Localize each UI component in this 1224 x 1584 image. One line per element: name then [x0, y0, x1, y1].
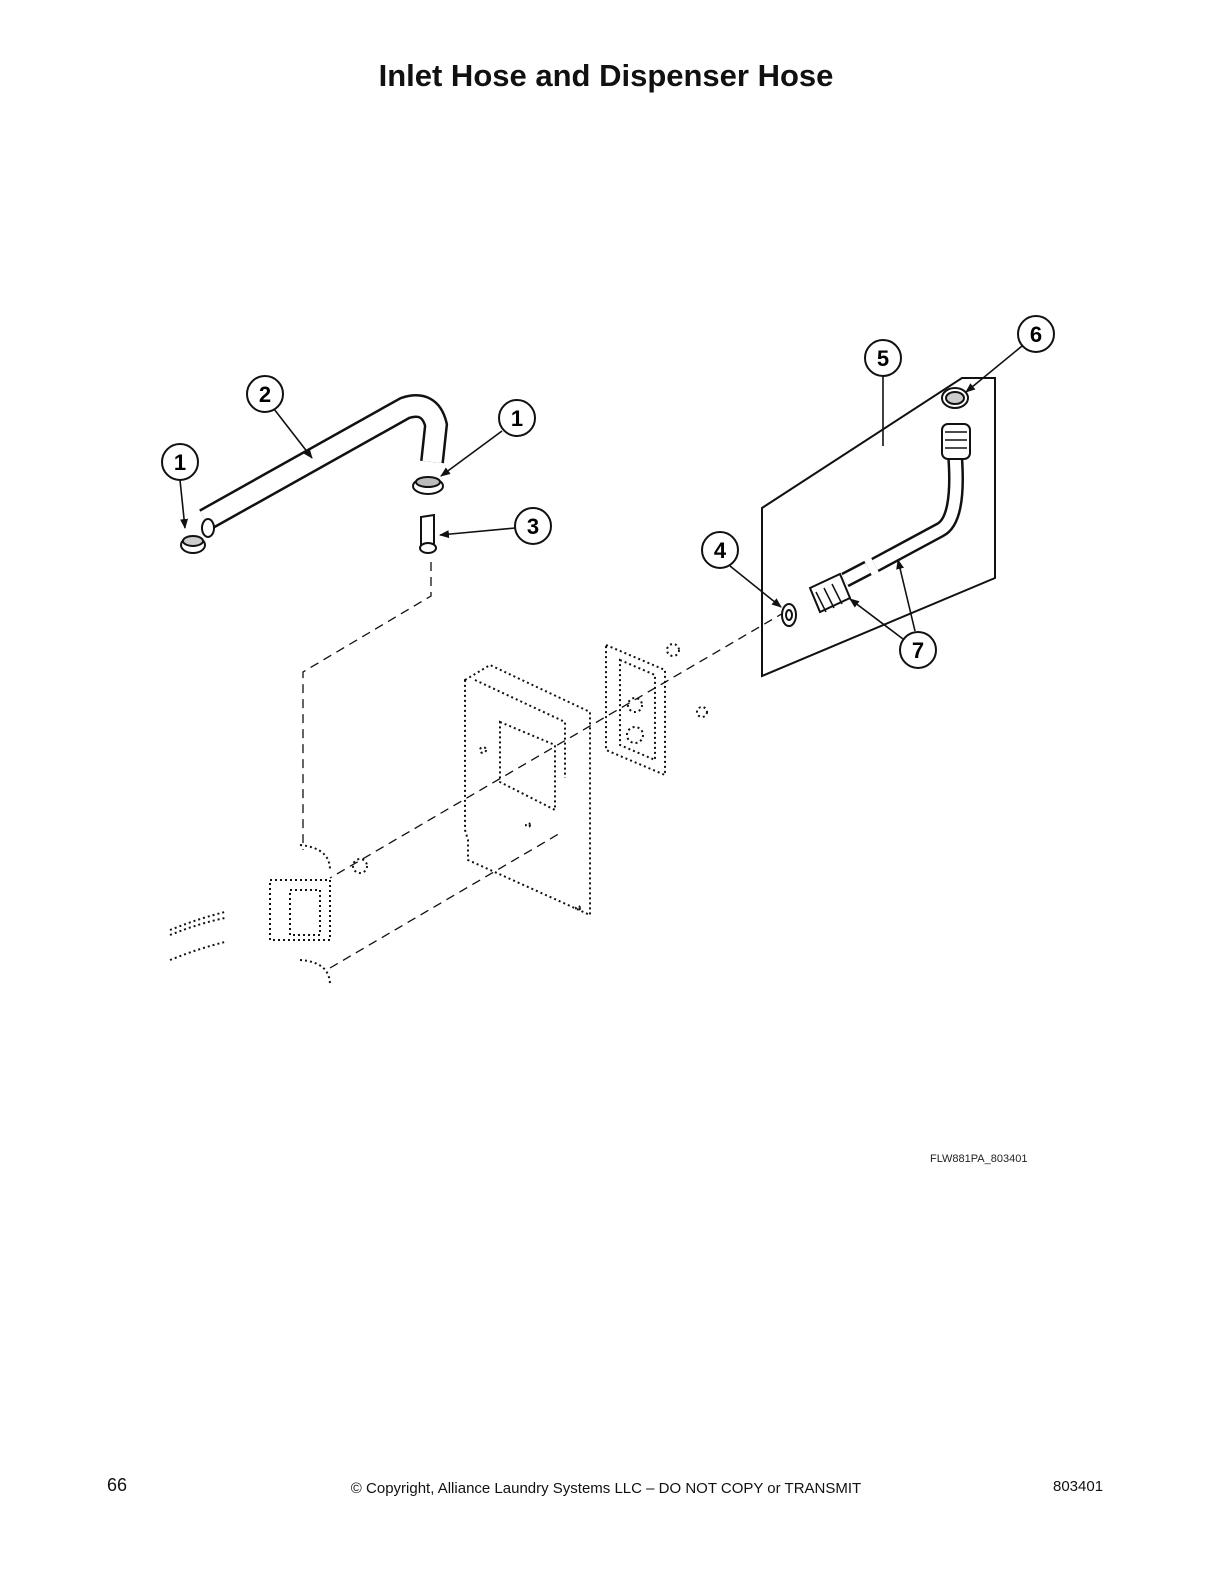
page-number: 66 [107, 1475, 128, 1495]
svg-text:7: 7 [912, 638, 924, 663]
svg-text:2: 2 [259, 382, 271, 407]
mounting-panel [464, 663, 591, 917]
inlet-hose-part-2 [199, 394, 449, 538]
svg-text:5: 5 [877, 346, 889, 371]
copyright-notice: © Copyright, Alliance Laundry Systems LL… [350, 1480, 862, 1497]
washer-part-4 [781, 603, 797, 627]
water-valve-assembly [169, 844, 368, 986]
document-number: 803401 [1053, 1478, 1104, 1495]
svg-text:4: 4 [714, 538, 727, 563]
dispenser-kit-outline-part-5 [761, 377, 996, 678]
callout-7: 7 [899, 631, 937, 669]
callout-3: 3 [514, 507, 552, 545]
figure-id: FLW881PA_803401 [930, 1153, 1028, 1165]
valve-bracket [605, 643, 708, 777]
svg-text:6: 6 [1030, 322, 1042, 347]
page-title: Inlet Hose and Dispenser Hose [378, 58, 834, 93]
callout-1-right: 1 [498, 399, 536, 437]
svg-text:1: 1 [511, 406, 523, 431]
callout-1-left: 1 [161, 443, 199, 481]
hose-clamp-part-1-right [412, 476, 444, 495]
callout-6: 6 [1017, 315, 1055, 353]
callout-2: 2 [246, 375, 284, 413]
callout-leaders [179, 345, 1023, 640]
nozzle-part-3 [419, 513, 437, 554]
dispenser-hose-part-7 [808, 423, 971, 614]
callout-4: 4 [701, 531, 739, 569]
screen-washer-part-6 [941, 387, 969, 409]
assembly-dashed-lines [302, 562, 786, 969]
hose-clamp-part-1-left [180, 535, 206, 554]
callout-5: 5 [864, 339, 902, 377]
svg-text:3: 3 [527, 514, 539, 539]
svg-text:1: 1 [174, 450, 186, 475]
